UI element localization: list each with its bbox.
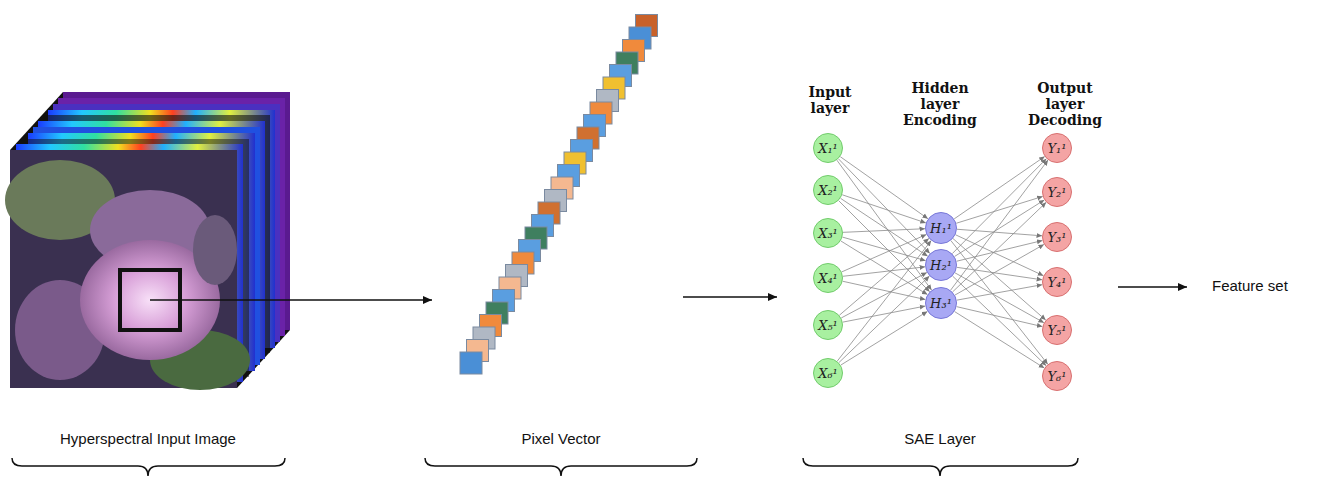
neuron-label: X₄¹ bbox=[818, 272, 838, 285]
output-neuron: Y₂¹ bbox=[1042, 177, 1072, 207]
layer-heading: Output layer Decoding bbox=[1023, 80, 1107, 128]
input-neuron: X₂¹ bbox=[813, 175, 843, 205]
neuron-connection bbox=[955, 273, 1044, 323]
neuron-connection bbox=[953, 276, 1047, 366]
output-neuron: Y₃¹ bbox=[1042, 222, 1072, 252]
flow-arrow bbox=[150, 299, 432, 301]
stage-label: Pixel Vector bbox=[431, 430, 691, 448]
neuron-label: Y₆¹ bbox=[1047, 370, 1066, 383]
neuron-connection bbox=[951, 241, 1048, 365]
input-neuron: X₄¹ bbox=[813, 263, 843, 293]
flow-arrow bbox=[1118, 286, 1187, 288]
neuron-connection bbox=[955, 312, 1045, 368]
input-neuron: X₁¹ bbox=[813, 133, 843, 163]
stage-label: Hyperspectral Input Image bbox=[0, 430, 298, 448]
output-neuron: Y₅¹ bbox=[1042, 315, 1072, 345]
stage-label: SAE Layer bbox=[810, 430, 1070, 448]
output-neuron: Y₄¹ bbox=[1042, 267, 1072, 297]
curly-brackets bbox=[12, 458, 1078, 476]
neuron-label: Y₁¹ bbox=[1047, 142, 1066, 155]
input-neuron: X₃¹ bbox=[813, 218, 843, 248]
neuron-connection bbox=[837, 241, 931, 362]
neuron-connection bbox=[841, 241, 928, 295]
layer-heading: Input layer bbox=[795, 84, 865, 116]
neuron-connection bbox=[842, 195, 926, 223]
neuron-label: Y₄¹ bbox=[1047, 276, 1066, 289]
hidden-neuron: H₁¹ bbox=[925, 212, 957, 244]
neuron-connection bbox=[839, 238, 928, 315]
neuron-connection bbox=[843, 281, 926, 299]
hidden-neuron: H₃¹ bbox=[925, 287, 957, 319]
neuron-connection bbox=[957, 307, 1043, 327]
input-neuron: X₅¹ bbox=[813, 310, 843, 340]
neuron-label: X₅¹ bbox=[818, 319, 838, 332]
neuron-label: Y₂¹ bbox=[1047, 186, 1066, 199]
neuron-label: H₁¹ bbox=[930, 222, 952, 235]
neuron-label: X₁¹ bbox=[818, 142, 838, 155]
neuron-connection bbox=[840, 157, 928, 219]
neuron-label: H₃¹ bbox=[930, 297, 952, 310]
neuron-connection bbox=[956, 196, 1042, 223]
hyperspectral-cube bbox=[5, 92, 290, 390]
neuron-connection bbox=[951, 160, 1048, 290]
neuron-label: X₆¹ bbox=[818, 367, 838, 380]
neuron-label: X₃¹ bbox=[818, 227, 838, 240]
neuron-connection bbox=[839, 276, 930, 363]
neuron-connection bbox=[841, 311, 928, 365]
hidden-neuron: H₂¹ bbox=[925, 249, 957, 281]
output-neuron: Y₆¹ bbox=[1042, 361, 1072, 391]
neuron-connection bbox=[957, 241, 1043, 262]
neuron-label: H₂¹ bbox=[930, 259, 952, 272]
neuron-label: Y₃¹ bbox=[1047, 231, 1066, 244]
input-neuron: X₆¹ bbox=[813, 358, 843, 388]
neuron-connection bbox=[840, 198, 927, 256]
neuron-connection bbox=[953, 202, 1047, 292]
neuron-connection bbox=[842, 234, 927, 271]
pixel-vector bbox=[460, 15, 658, 375]
neuron-connection bbox=[957, 285, 1042, 300]
neuron-connection bbox=[952, 159, 1046, 254]
neuron-connection bbox=[837, 160, 932, 290]
layer-heading: Hidden layer Encoding bbox=[898, 80, 982, 128]
neuron-label: Y₅¹ bbox=[1047, 324, 1066, 337]
output-neuron: Y₁¹ bbox=[1042, 133, 1072, 163]
flow-arrow bbox=[683, 296, 777, 298]
neuron-label: X₂¹ bbox=[818, 184, 838, 197]
neuron-connection bbox=[843, 267, 925, 276]
neuron-connection bbox=[957, 229, 1042, 236]
neuron-connection bbox=[955, 244, 1044, 295]
neuron-connection bbox=[957, 267, 1042, 280]
neuron-connection bbox=[955, 200, 1045, 256]
neuron-connection bbox=[841, 273, 927, 318]
neuron-connection bbox=[843, 229, 925, 233]
output-label: Feature set bbox=[1212, 277, 1288, 295]
